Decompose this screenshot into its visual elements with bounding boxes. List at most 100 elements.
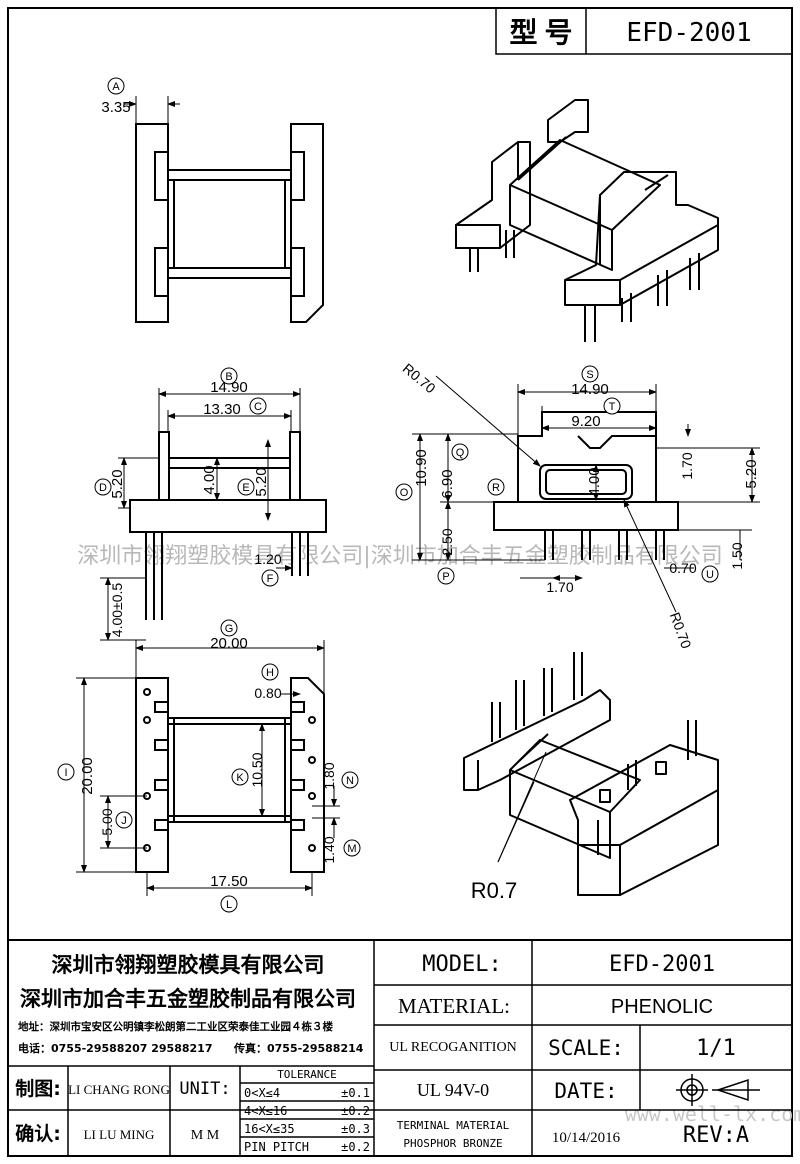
dim-C-letter: C (254, 401, 262, 413)
dim-E-letter: E (242, 482, 249, 494)
side-view-dims (412, 375, 760, 613)
dim-N-letter: N (346, 775, 354, 787)
side-view-labels: S 14.90 T 9.20 O 10.90 Q 6.90 R 4.00 2.5… (395, 360, 760, 651)
front-view (129, 431, 327, 620)
tolerance-value-0: ±0.1 (341, 1086, 370, 1100)
side-170-bottom: 1.70 (546, 579, 573, 595)
dim-A-value: 3.35 (101, 99, 130, 116)
unit-label: UNIT: (179, 1079, 230, 1099)
check-label: 确认: (15, 1122, 61, 1145)
tolerance-range-3: PIN PITCH (244, 1140, 309, 1154)
dim-G-letter: G (225, 623, 234, 635)
tolerance-value-1: ±0.2 (341, 1104, 370, 1118)
company-name-2: 深圳市加合丰五金塑胶制品有限公司 (20, 987, 356, 1011)
dim-F-value: 1.20 (254, 551, 281, 567)
rev-label: REV:A (683, 1123, 749, 1148)
company-phone: 电话：0755-29588207 29588217 (18, 1041, 212, 1055)
tolerance-range-2: 16<X≤35 (244, 1122, 295, 1136)
dim-R-value: 4.00 (586, 467, 603, 496)
iso-bottom-callout: R0.7 (471, 751, 547, 903)
dim-S-letter: S (586, 369, 593, 381)
drawn-by-name: LI CHANG RONG (68, 1082, 170, 1097)
header-model-value: EFD-2001 (626, 18, 751, 48)
dim-Q-value: 6.90 (439, 469, 456, 498)
dim-U-value: 0.70 (669, 560, 696, 576)
unit-value: M M (191, 1128, 220, 1143)
date-value: 10/14/2016 (552, 1130, 621, 1146)
iso-view-top (455, 99, 719, 342)
tolerance-title: TOLERANCE (277, 1068, 337, 1081)
front-inner-value: 4.00 (201, 465, 218, 494)
model-label: MODEL: (422, 952, 501, 977)
tolerance-range-0: 0<X≤4 (244, 1086, 280, 1100)
dim-E-value: 5.20 (253, 467, 270, 496)
header-model-box: 型 号 EFD-2001 (495, 7, 793, 55)
dim-N-value: 1.80 (321, 762, 337, 789)
dim-O-letter: O (400, 487, 409, 499)
scale-label: SCALE: (548, 1036, 624, 1060)
drawn-by-label: 制图: (15, 1077, 61, 1100)
terminal-line-2: PHOSPHOR BRONZE (403, 1137, 502, 1150)
dim-O-value: 10.90 (413, 449, 430, 487)
front-pin-value: 4.00±0.5 (109, 583, 125, 638)
tolerance-range-1: 4<X≤16 (244, 1104, 287, 1118)
r07-iso-label: R0.7 (471, 878, 517, 903)
dim-K-letter: K (236, 772, 244, 784)
dim-D-value: 5.20 (109, 469, 126, 498)
dim-G-value: 20.00 (210, 635, 248, 652)
side-520: 5.20 (743, 459, 760, 488)
dim-B-letter: B (225, 371, 232, 383)
title-block-text: 深圳市翎翔塑胶模具有限公司 深圳市加合丰五金塑胶制品有限公司 地址：深圳市宝安区… (15, 952, 749, 1154)
dim-H-value: 0.80 (254, 685, 281, 701)
dim-Q-letter: Q (456, 447, 465, 459)
iso-view-bottom (463, 652, 719, 896)
dim-T-value: 9.20 (571, 413, 600, 430)
side-view (493, 411, 679, 560)
front-view-dims (100, 388, 301, 641)
dim-A-letter: A (112, 81, 120, 93)
scale-value: 1/1 (696, 1036, 736, 1061)
dim-F-letter: F (267, 573, 274, 585)
sheet-border (7, 7, 793, 1157)
side-170-top: 1.70 (679, 452, 695, 479)
dim-I-letter: I (64, 767, 67, 779)
dim-T-letter: T (609, 401, 616, 413)
dim-H-letter: H (266, 667, 274, 679)
bottom-view-labels: G 20.00 H 0.80 I 20.00 J 5.00 K 10.50 17… (57, 619, 361, 913)
dim-P-value: 2.50 (439, 528, 455, 555)
terminal-line-1: TERMINAL MATERIAL (397, 1119, 510, 1132)
dim-R-letter: R (492, 482, 500, 494)
watermark-url: www.well-lx.com (625, 1102, 800, 1126)
bottom-view (135, 677, 325, 873)
dim-K-value: 10.50 (249, 752, 265, 787)
dim-I-value: 20.00 (79, 757, 96, 795)
dim-J-value: 5.00 (99, 808, 115, 835)
dim-L-value: 17.50 (210, 873, 248, 890)
ul-label: UL RECOGANITION (389, 1040, 516, 1055)
material-value: PHENOLIC (611, 996, 713, 1018)
title-block (8, 939, 792, 1156)
dim-D-letter: D (99, 482, 107, 494)
material-label: MATERIAL: (398, 994, 510, 1018)
date-label: DATE: (554, 1079, 617, 1103)
r070-top: R0.70 (400, 360, 439, 396)
dim-J-letter: J (121, 815, 127, 827)
side-150: 1.50 (729, 542, 745, 569)
dim-C-value: 13.30 (203, 401, 241, 418)
dim-L-letter: L (226, 899, 232, 911)
watermark-text: 深圳市翎翔塑胶模具有限公司|深圳市加合丰五金塑胶制品有限公司 (77, 544, 722, 569)
model-value: EFD-2001 (609, 952, 715, 977)
projection-symbol-icon (676, 1074, 760, 1106)
dim-S-value: 14.90 (571, 381, 609, 398)
front-view-labels: B 14.90 C 13.30 D 5.20 4.00 E 5.20 1.20 … (94, 367, 282, 638)
dim-U-letter: U (706, 569, 714, 581)
dim-M-value: 1.40 (321, 836, 337, 863)
r070-bottom: R0.70 (667, 610, 695, 651)
top-view (135, 123, 324, 323)
tolerance-value-3: ±0.2 (341, 1140, 370, 1154)
header-model-label: 型 号 (509, 17, 572, 49)
company-address: 地址：深圳市宝安区公明镇李松朗第二工业区荣泰佳工业园４栋３楼 (18, 1020, 333, 1033)
dim-B-value: 14.90 (210, 379, 248, 396)
company-name-1: 深圳市翎翔塑胶模具有限公司 (52, 953, 325, 977)
